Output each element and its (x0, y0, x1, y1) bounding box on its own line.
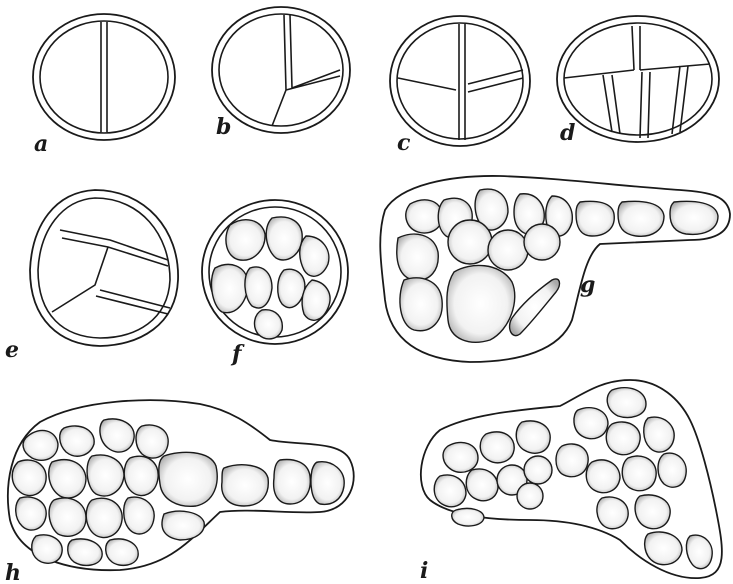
label-h: h (5, 562, 21, 584)
stage-h-drawing (8, 400, 354, 570)
label-d: d (560, 122, 575, 144)
label-a: a (34, 133, 48, 155)
label-b: b (216, 116, 231, 138)
label-g: g (580, 274, 595, 296)
stage-b-drawing (212, 7, 350, 133)
stage-d-drawing (557, 16, 719, 142)
label-f: f (232, 343, 241, 365)
label-c: c (397, 132, 410, 154)
stage-e-drawing (30, 190, 178, 346)
stage-a-drawing (33, 14, 175, 140)
label-e: e (5, 339, 19, 361)
stage-f-drawing (202, 200, 348, 344)
stage-c-drawing (390, 16, 530, 146)
stage-g-drawing (380, 176, 730, 362)
stage-i-drawing (421, 380, 722, 578)
label-i: i (420, 560, 428, 582)
